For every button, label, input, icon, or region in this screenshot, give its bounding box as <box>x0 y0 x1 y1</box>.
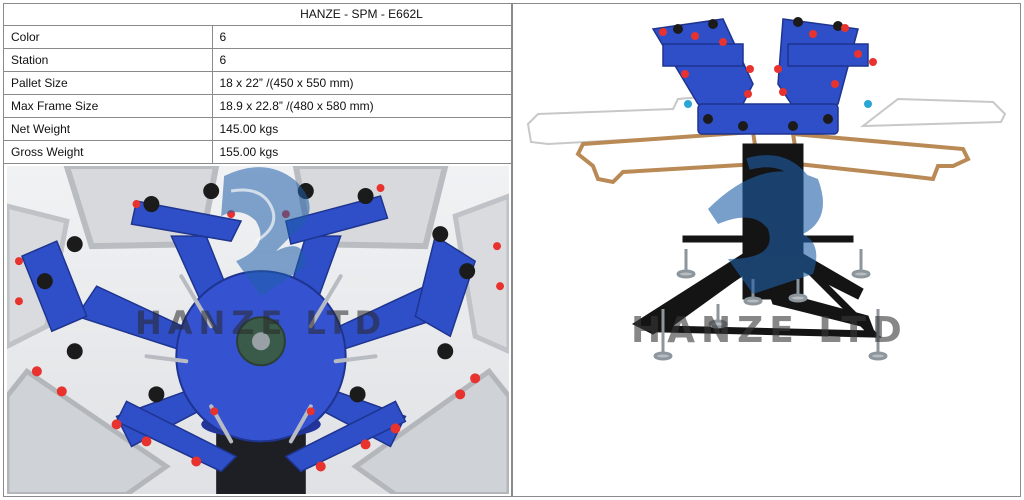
spec-table: HANZE - SPM - E662L Color 6 Station 6 Pa… <box>4 4 511 164</box>
left-panel: HANZE - SPM - E662L Color 6 Station 6 Pa… <box>4 4 513 496</box>
hanze-logo-watermark <box>708 155 823 294</box>
press-side-view-illustration <box>513 4 1020 496</box>
spec-label-station: Station <box>4 48 213 72</box>
hanze-ltd-watermark-text: HANZE LTD <box>631 310 908 351</box>
spec-label-net-weight: Net Weight <box>4 117 213 141</box>
spec-label-max-frame-size: Max Frame Size <box>4 94 213 118</box>
product-spec-sheet: HANZE - SPM - E662L Color 6 Station 6 Pa… <box>3 3 1021 497</box>
spec-label-color: Color <box>4 25 213 49</box>
spec-value-gross-weight: 155.00 kgs <box>212 140 511 164</box>
table-row: Pallet Size 18 x 22” /(450 x 550 mm) <box>4 71 511 95</box>
table-row: Max Frame Size 18.9 x 22.8” /(480 x 580 … <box>4 94 511 118</box>
press-side-view-photo: HANZE LTD <box>513 4 1020 496</box>
table-row: Color 6 <box>4 25 511 49</box>
spec-value-color: 6 <box>212 25 511 49</box>
hanze-ltd-watermark-text: HANZE LTD <box>135 303 388 342</box>
spec-label-gross-weight: Gross Weight <box>4 140 213 164</box>
hanze-logo-watermark <box>221 166 310 296</box>
press-top-view-photo: HANZE LTD <box>7 165 509 494</box>
press-top-view-illustration <box>7 165 509 494</box>
table-row: Station 6 <box>4 48 511 72</box>
table-row: Gross Weight 155.00 kgs <box>4 140 511 164</box>
spec-value-pallet-size: 18 x 22” /(450 x 550 mm) <box>212 71 511 95</box>
spec-value-net-weight: 145.00 kgs <box>212 117 511 141</box>
spec-title-row: HANZE - SPM - E662L <box>4 4 511 26</box>
model-title: HANZE - SPM - E662L <box>4 4 511 26</box>
spec-label-pallet-size: Pallet Size <box>4 71 213 95</box>
spec-value-max-frame-size: 18.9 x 22.8” /(480 x 580 mm) <box>212 94 511 118</box>
spec-value-station: 6 <box>212 48 511 72</box>
table-row: Net Weight 145.00 kgs <box>4 117 511 141</box>
